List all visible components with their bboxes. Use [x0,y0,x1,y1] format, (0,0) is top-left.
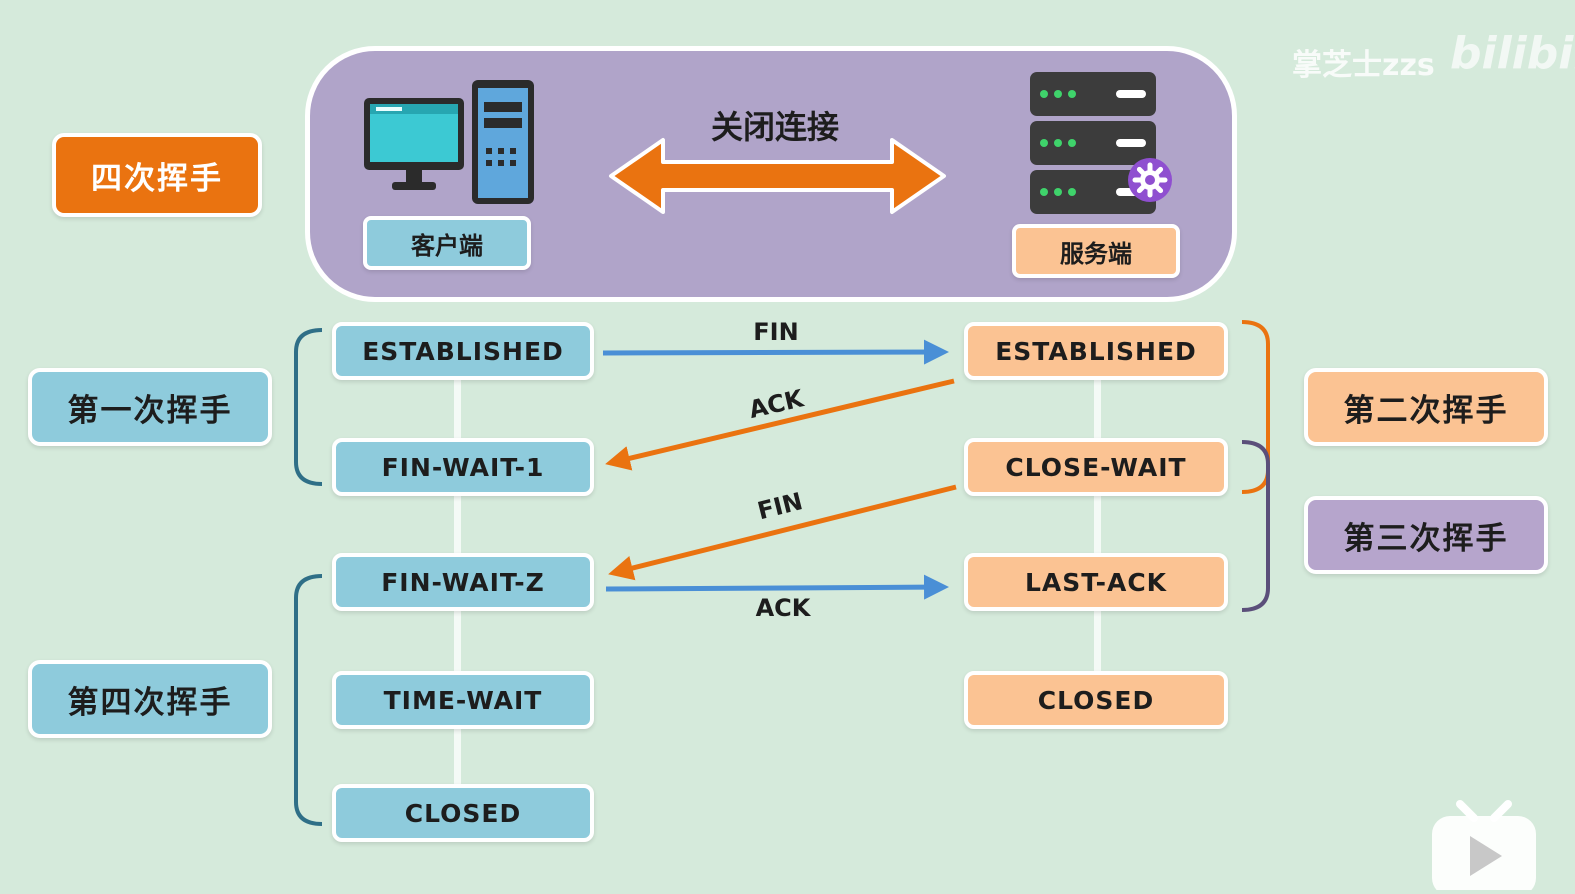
client-state-fin-wait-2: FIN-WAIT-Z [332,553,594,611]
bracket-second [1241,320,1270,494]
connection-label: 关闭连接 [710,108,839,146]
msg-label-4: ACK [756,594,812,622]
step-third-label: 第三次挥手 [1304,496,1548,574]
step-fourth-label: 第四次挥手 [28,660,272,738]
bracket-fourth [294,574,323,826]
server-label: 服务端 [1012,224,1180,278]
msg-arrow-3 [608,484,957,581]
bracket-first [294,328,323,486]
msg-label-3: FIN [755,487,806,525]
client-state-time-wait: TIME-WAIT [332,671,594,729]
server-state-last-ack: LAST-ACK [964,553,1228,611]
client-state-closed: CLOSED [332,784,594,842]
server-state-established: ESTABLISHED [964,322,1228,380]
step-first-label: 第一次挥手 [28,368,272,446]
msg-arrow-2 [605,378,955,471]
main-title: 四次挥手 [52,133,262,217]
msg-label-1: FIN [753,318,798,346]
server-rack-icon [1026,70,1176,220]
desktop-computer-icon [360,78,536,208]
step-second-label: 第二次挥手 [1304,368,1548,446]
server-state-closed: CLOSED [964,671,1228,729]
client-state-established: ESTABLISHED [332,322,594,380]
double-arrow-icon [605,136,950,216]
client-state-fin-wait-1: FIN-WAIT-1 [332,438,594,496]
server-state-close-wait: CLOSE-WAIT [964,438,1228,496]
client-label: 客户端 [363,216,531,270]
server-timeline [1094,376,1101,678]
msg-arrow-4 [605,574,949,600]
gear-icon [1126,156,1174,204]
msg-arrow-1 [602,339,949,365]
author-watermark: 掌芝士zzs [1292,48,1435,83]
bracket-third [1241,440,1270,612]
play-icon[interactable] [1430,800,1538,894]
brand-watermark: bilibili [1450,28,1575,79]
